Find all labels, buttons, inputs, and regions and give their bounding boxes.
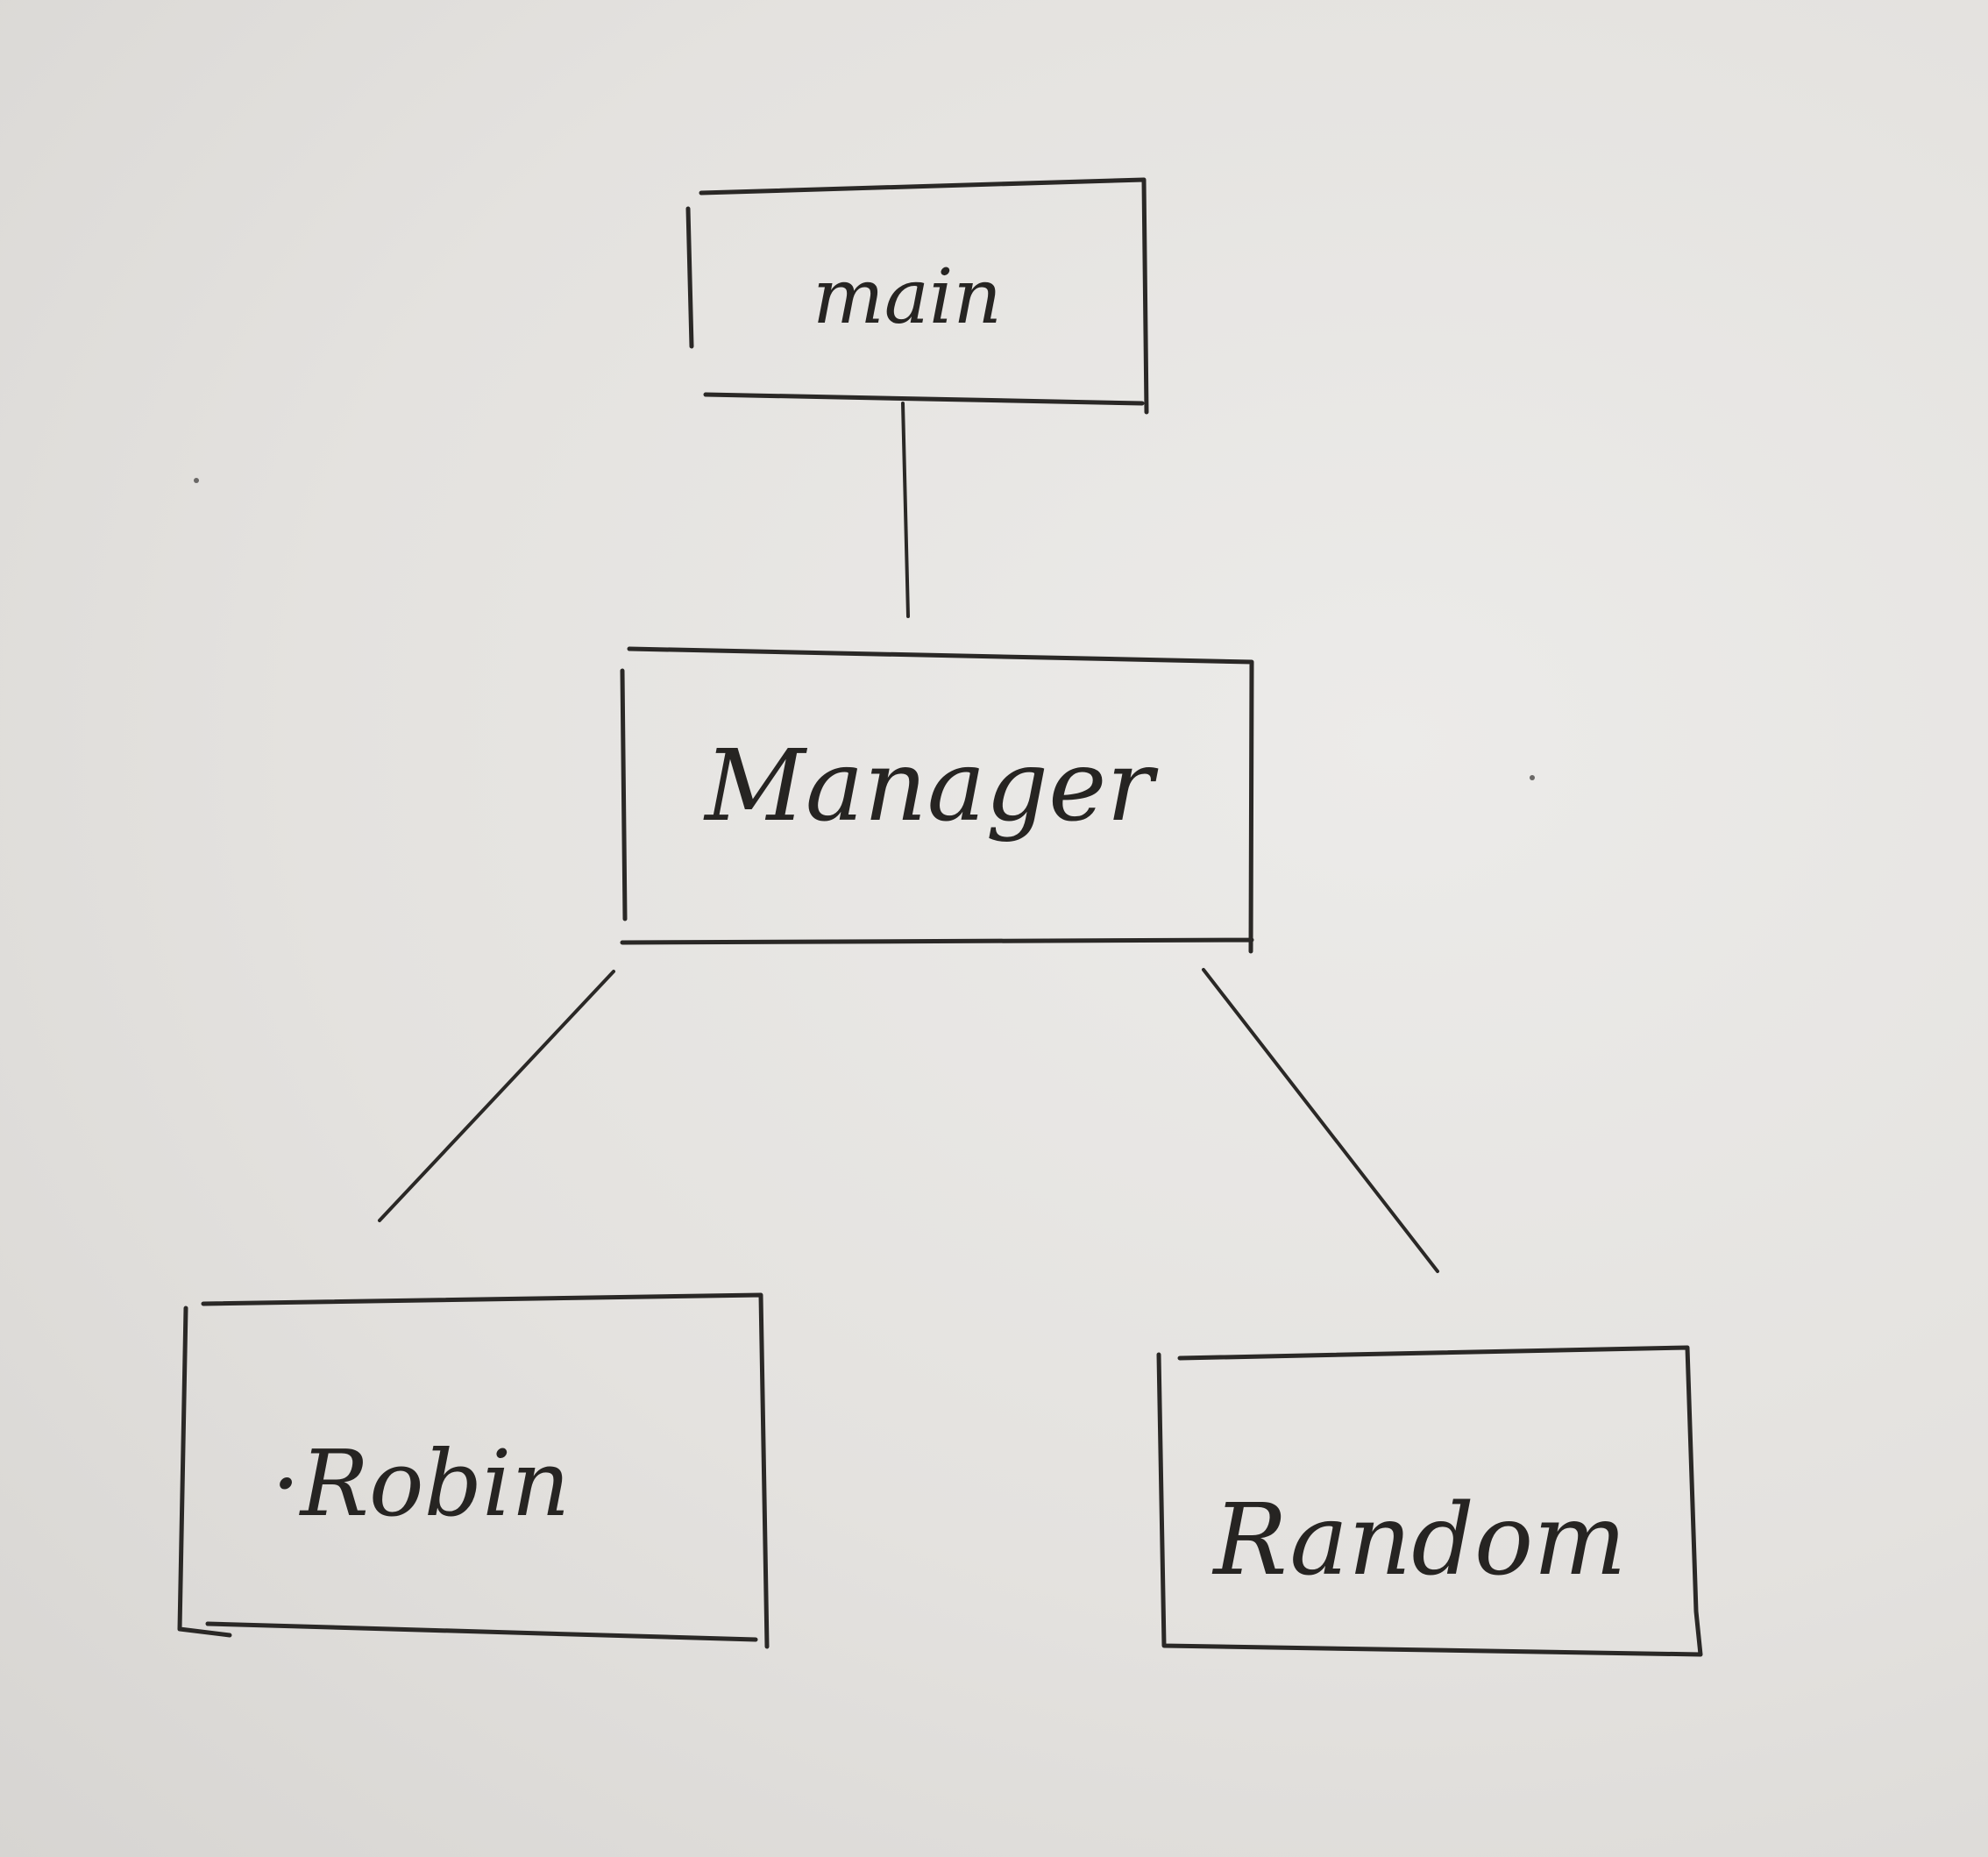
node-main: main — [685, 177, 1149, 415]
node-manager: Manager — [620, 646, 1254, 954]
node-random: Random — [1156, 1345, 1703, 1657]
node-manager-box — [620, 646, 1254, 954]
node-manager-label: Manager — [703, 729, 1159, 843]
paper-speck — [194, 478, 199, 483]
node-robin-label: ·Robin — [272, 1430, 571, 1537]
node-main-label: main — [813, 253, 1002, 341]
edge-manager-robin — [378, 970, 615, 1222]
paper-speck — [1530, 775, 1535, 780]
edge-manager-random — [1202, 968, 1439, 1273]
node-random-box — [1156, 1345, 1703, 1657]
node-robin: ·Robin — [177, 1292, 770, 1649]
node-random-label: Random — [1211, 1483, 1626, 1597]
node-robin-box — [177, 1292, 770, 1649]
edge-main-manager — [901, 402, 910, 618]
node-main-box — [685, 177, 1149, 415]
